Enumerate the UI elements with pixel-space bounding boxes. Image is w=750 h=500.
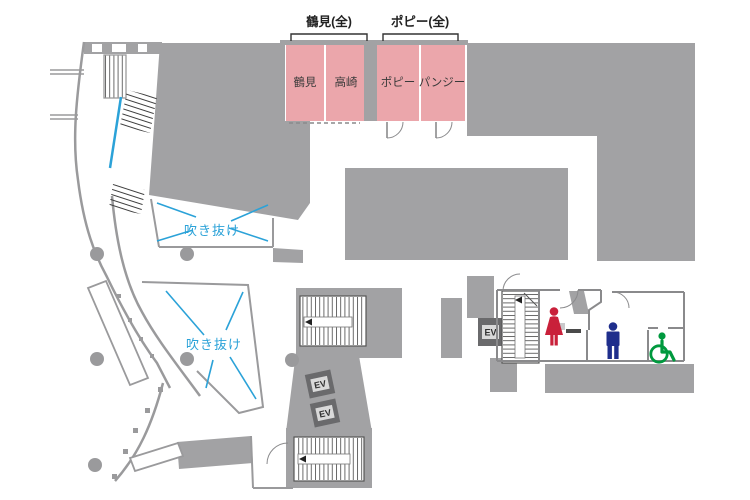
stair-hatch-lower [109,184,145,214]
elevator-central-2: EV [309,398,341,428]
stair-direction-arrow [515,296,522,304]
outer-left-curved-wall [73,41,172,389]
room-label-pansy: パンジー [419,76,466,89]
bracket-label-tsurumi-zen: 鶴見(全) [306,14,352,29]
atrium-upper: 吹き抜け [150,198,274,248]
column [90,247,104,261]
restroom-top-wall [497,289,684,293]
bottom-center-walls [250,435,293,489]
wall-windows [92,44,147,52]
area-center-block [345,168,568,260]
stair-direction-arrow [305,318,312,326]
right-stairwell [501,273,540,364]
area-vertical-bar [441,298,462,358]
area-upper-right-block [467,43,695,261]
area-ev-backdrop [467,276,494,318]
elevator-label: EV [484,328,496,338]
area-right-band [545,364,694,393]
left-connector-lower [50,114,78,120]
left-connector-upper [50,69,84,75]
area-small-ledge [273,248,303,263]
outer-bottom-arc-wall [114,382,165,482]
bracket-tsurumi-zen [290,33,368,41]
restroom-counter [566,329,581,333]
column [88,458,102,472]
woman-icon [545,307,563,346]
bracket-label-poppy-zen: ポピー(全) [391,14,449,29]
central-stair-lower [266,436,365,482]
stair-door-arc [502,273,521,292]
restroom-doors [559,289,630,309]
elevator-label: EV [318,407,332,419]
area-bottom-counter [177,436,253,469]
atrium-label-upper: 吹き抜け [184,223,240,238]
column [285,353,299,367]
room-label-takasaki: 高崎 [335,75,358,89]
column [180,352,194,366]
atrium-label-lower: 吹き抜け [186,337,242,352]
column [180,247,194,261]
stair-direction-arrow [299,455,306,463]
elevator-central-1: EV [304,369,336,399]
curved-corridor-ramp [86,279,150,387]
upper-left-stairs [103,54,157,214]
bracket-labels [290,33,459,41]
central-stair-upper [299,295,367,347]
man-icon [606,322,620,359]
columns [88,247,299,472]
pink-rooms: 鶴見 高崎 ポピー パンジー [286,45,465,121]
stair-door-arc [266,442,289,465]
stair-hatch-upper [120,90,157,133]
restroom-walls [496,289,685,362]
column [90,352,104,366]
area-upper-left-block [149,43,310,220]
bracket-poppy-zen [382,33,459,41]
room-label-tsurumi: 鶴見 [294,75,317,89]
escalator-treads [103,54,127,99]
corridor-ramps [86,279,185,473]
outer-walls [50,41,202,482]
top-wall-strip [280,40,468,45]
room-doors [289,121,453,139]
area-under-stair [490,358,517,392]
atrium-lower: 吹き抜け [141,281,265,415]
escalator-blue-line [108,96,123,169]
elevator-label: EV [313,378,327,390]
wall-ticks [112,294,163,479]
elevator-right: EV [478,318,503,346]
room-divider-wall [364,45,377,121]
privacy-chicane-wall [588,290,602,330]
area-restroom-wedge [569,291,589,314]
inner-curved-wall [110,195,202,397]
bottom-left-ramp [128,441,185,473]
wheelchair-icon [649,332,676,364]
room-label-poppy: ポピー [381,76,416,89]
